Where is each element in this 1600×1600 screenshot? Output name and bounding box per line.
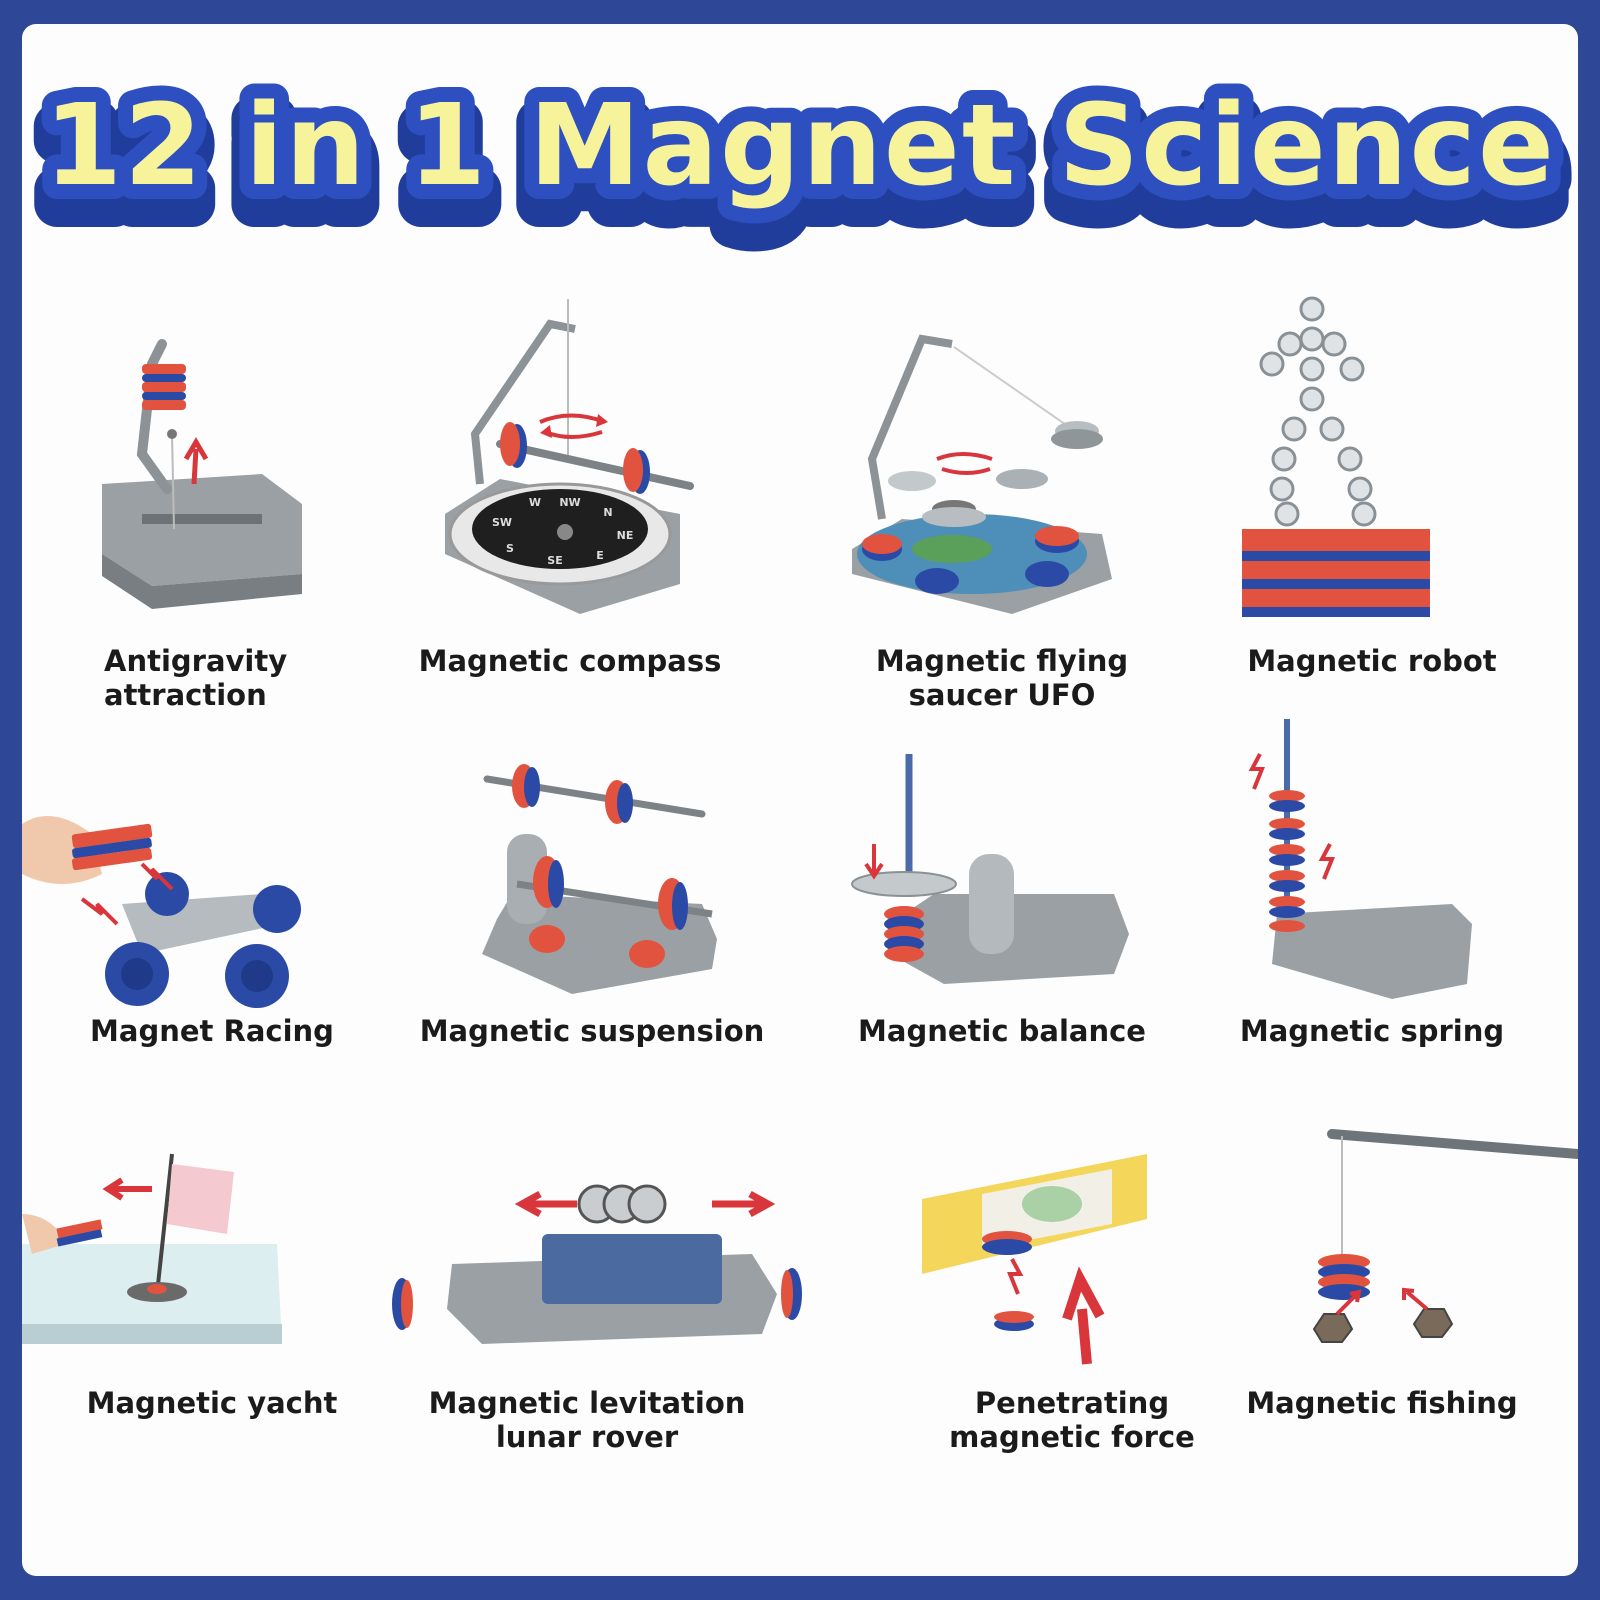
racing-illustration <box>22 816 301 1008</box>
svg-text:W: W <box>529 496 541 509</box>
caption-line-1: Magnetic compass <box>418 644 722 678</box>
penetrating-illustration <box>922 1154 1147 1365</box>
caption-line-2: magnetic force <box>949 1420 1195 1454</box>
caption-line-1: Antigravity <box>104 644 288 678</box>
page-title: 12 in 1 Magnet Science <box>44 81 1556 211</box>
ufo-illustration <box>852 334 1112 614</box>
yacht-illustration <box>22 1153 282 1344</box>
caption-line-2: saucer UFO <box>908 678 1096 712</box>
svg-text:E: E <box>596 549 604 562</box>
levitation-illustration <box>392 1184 802 1344</box>
svg-text:NW: NW <box>559 496 580 509</box>
caption-line-2: lunar rover <box>495 1420 679 1454</box>
antigravity-illustration <box>102 339 302 609</box>
compass-labels: W NW N NE E SE S SW <box>492 496 633 567</box>
caption-line-1: Magnetic fishing <box>1246 1386 1518 1420</box>
svg-text:SW: SW <box>492 516 512 529</box>
spring-illustration <box>1248 719 1472 999</box>
svg-text:S: S <box>506 542 514 555</box>
svg-text:N: N <box>603 506 612 519</box>
page-title-shadow: 12 in 1 Magnet Science <box>44 101 1556 231</box>
balance-illustration <box>851 754 1129 984</box>
title-banner: 12 in 1 Magnet Science 12 in 1 Magnet Sc… <box>22 44 1578 274</box>
caption-line-1: Magnetic yacht <box>86 1386 338 1420</box>
caption-line-1: Magnet Racing <box>90 1014 334 1048</box>
caption-line-1: Magnetic robot <box>1247 644 1497 678</box>
suspension-illustration <box>482 764 717 994</box>
main-panel: 12 in 1 Magnet Science 12 in 1 Magnet Sc… <box>22 24 1578 1576</box>
caption-line-1: Magnetic levitation <box>428 1386 746 1420</box>
svg-text:SE: SE <box>547 554 562 567</box>
caption-line-2: attraction <box>104 678 267 712</box>
caption-line-1: Magnetic suspension <box>419 1014 765 1048</box>
caption-line-1: Magnetic balance <box>858 1014 1146 1048</box>
fishing-illustration <box>1312 1129 1578 1343</box>
svg-text:NE: NE <box>617 529 634 542</box>
caption-line-1: Magnetic spring <box>1239 1014 1505 1048</box>
compass-illustration: W NW N NE E SE S SW <box>445 299 694 614</box>
page-title-outline: 12 in 1 Magnet Science <box>44 81 1556 211</box>
robot-illustration <box>1242 296 1430 617</box>
caption-line-1: Magnetic flying <box>875 644 1129 678</box>
caption-line-1: Penetrating <box>974 1386 1170 1420</box>
